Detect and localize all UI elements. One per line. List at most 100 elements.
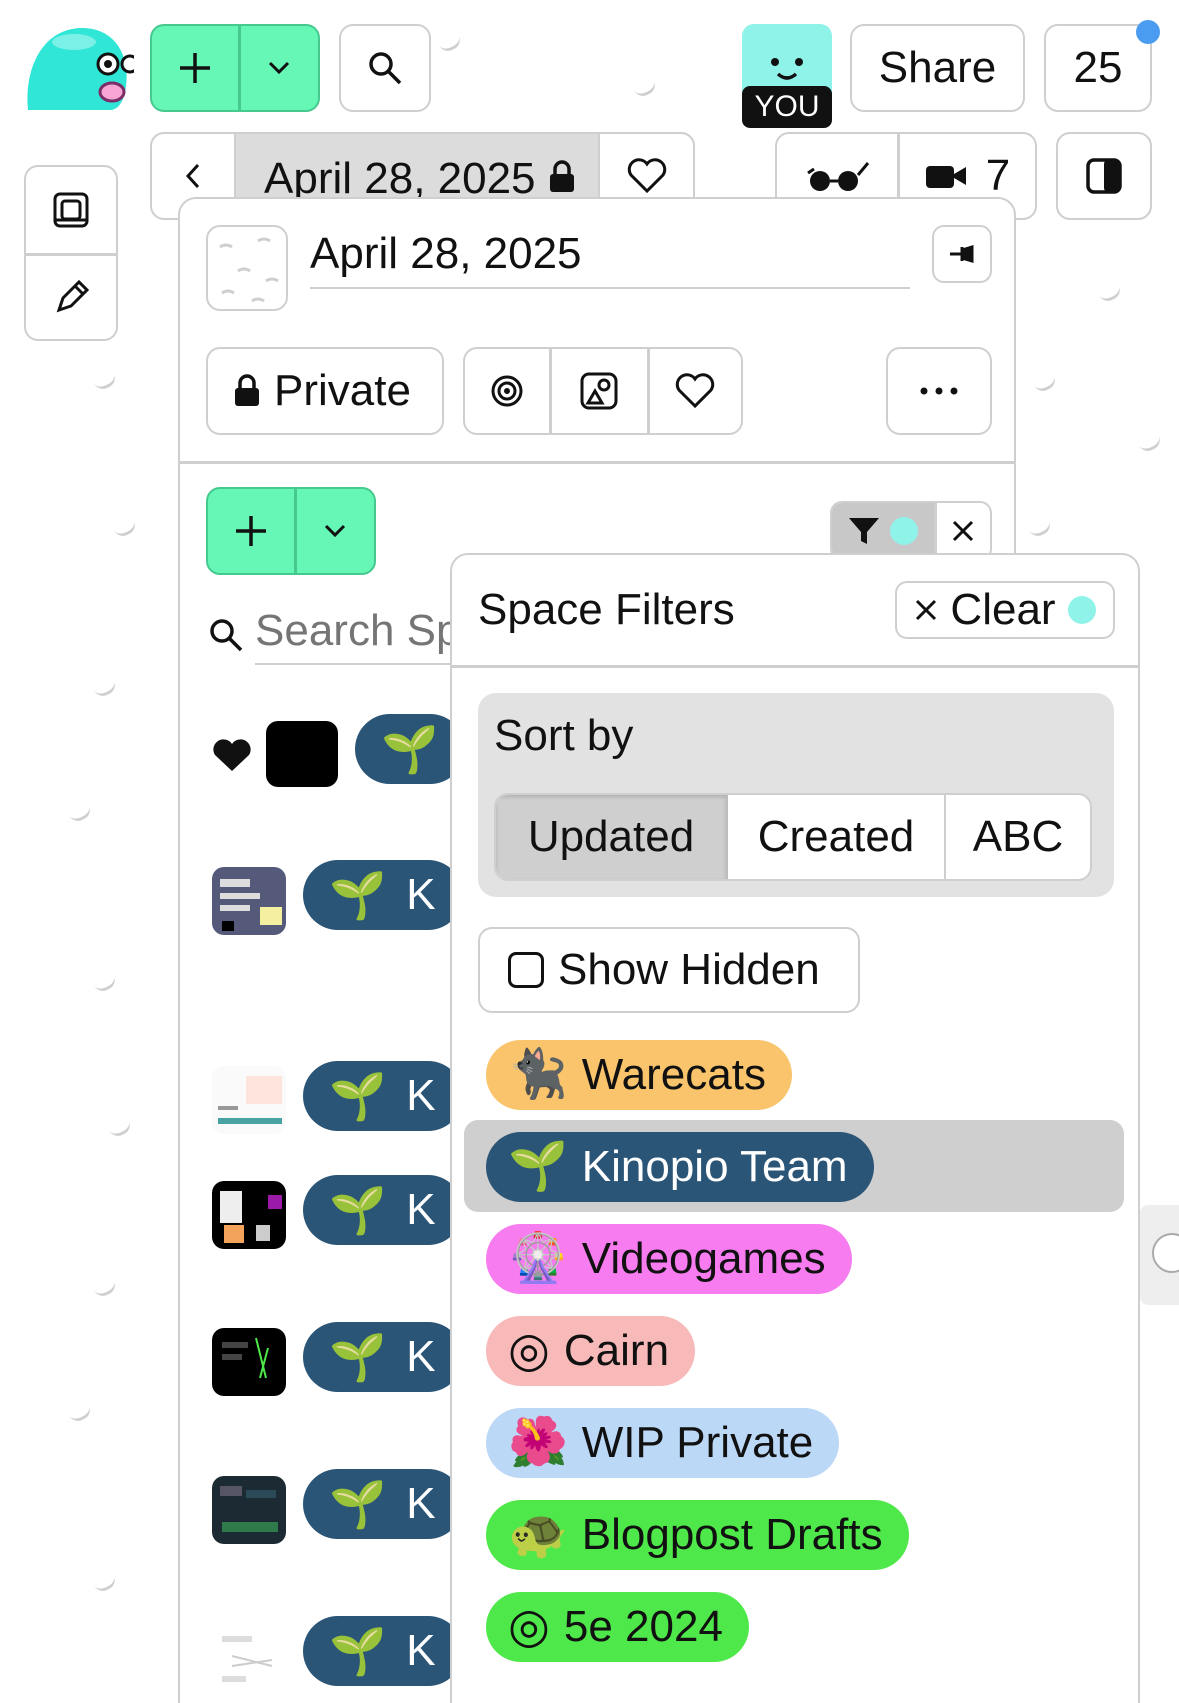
- glasses-icon: [807, 162, 870, 191]
- canvas-squiggle: [93, 373, 119, 393]
- heart-icon: [675, 373, 715, 409]
- canvas-squiggle: [633, 80, 659, 100]
- list-item-group-pill[interactable]: 🌱K: [303, 1175, 463, 1245]
- canvas-squiggle: [108, 1120, 134, 1140]
- privacy-label: Private: [274, 366, 411, 415]
- kinopio-logo[interactable]: [22, 22, 134, 117]
- group-name: 5e 2024: [563, 1602, 723, 1651]
- add-space-button[interactable]: [208, 489, 294, 573]
- space-background-button[interactable]: [206, 225, 288, 311]
- space-name: April 28, 2025: [264, 154, 536, 203]
- list-item-thumbnail: [212, 1476, 286, 1544]
- filter-icon: [849, 518, 879, 544]
- share-button[interactable]: Share: [850, 24, 1025, 112]
- filter-button[interactable]: [832, 503, 934, 559]
- you-badge: YOU: [742, 86, 832, 128]
- target-icon: [491, 375, 523, 407]
- notifications-button[interactable]: 25: [1044, 24, 1152, 112]
- group-filter-tag[interactable]: 🌱Kinopio Team: [486, 1132, 874, 1202]
- cards-icon: [53, 192, 89, 228]
- collaborators-button[interactable]: 7: [899, 134, 1035, 218]
- sort-options: Updated Created ABC: [494, 793, 1092, 881]
- favorite-button[interactable]: [649, 349, 741, 433]
- cairn-button[interactable]: [465, 349, 549, 433]
- list-item-group-pill[interactable]: 🌱K: [303, 1616, 463, 1686]
- canvas-squiggle: [93, 975, 119, 995]
- canvas-squiggle: [113, 520, 139, 540]
- clear-filters-button[interactable]: Clear: [895, 581, 1115, 639]
- list-item-thumbnail: [212, 1626, 286, 1694]
- group-emoji-icon: ◎: [508, 1600, 550, 1653]
- list-item-group-pill[interactable]: 🌱K: [303, 1469, 463, 1539]
- checkbox[interactable]: [508, 952, 544, 988]
- plus-icon: [236, 516, 266, 546]
- add-button[interactable]: [152, 26, 238, 110]
- notifications-count: 25: [1073, 43, 1123, 92]
- readonly-view-button[interactable]: [777, 134, 897, 218]
- sidebar-icon: [1086, 158, 1122, 194]
- group-filter-tag[interactable]: 🐈‍⬛ Warecats: [486, 1040, 792, 1110]
- divider: [452, 665, 1138, 668]
- more-options-button[interactable]: [886, 347, 992, 435]
- group-filter-tag[interactable]: 🐢 Blogpost Drafts: [486, 1500, 909, 1570]
- heart-filled-icon: [213, 739, 251, 771]
- add-card-group: [150, 24, 320, 112]
- canvas-squiggle: [68, 1405, 94, 1425]
- list-item-group-pill[interactable]: 🌱K: [303, 1061, 463, 1131]
- pin-panel-button[interactable]: [932, 225, 992, 283]
- group-name: Blogpost Drafts: [581, 1510, 883, 1559]
- sort-created-button[interactable]: Created: [728, 795, 946, 879]
- group-emoji-icon: 🐈‍⬛: [508, 1048, 568, 1101]
- list-item-thumbnail: [266, 721, 338, 787]
- sort-abc-button[interactable]: ABC: [972, 812, 1064, 861]
- canvas-squiggle: [93, 1280, 119, 1300]
- group-name: Warecats: [581, 1050, 766, 1099]
- list-item-thumbnail: [212, 1181, 286, 1249]
- user-avatar[interactable]: YOU: [742, 24, 832, 129]
- group-filter-tag[interactable]: 🌺WIP Private: [486, 1408, 840, 1478]
- sort-section: Sort by Updated Created ABC: [478, 693, 1114, 897]
- space-actions-group: [463, 347, 743, 435]
- sort-updated-button[interactable]: Updated: [496, 795, 728, 879]
- lock-icon: [235, 374, 259, 406]
- ellipsis-icon: [920, 387, 958, 395]
- pin-icon: [950, 244, 974, 264]
- list-item-thumbnail: [212, 867, 286, 935]
- canvas-squiggle: [1138, 435, 1164, 455]
- divider: [180, 461, 1014, 464]
- close-icon: [952, 520, 974, 542]
- sort-by-label: Sort by: [494, 711, 634, 760]
- clear-filter-button[interactable]: [936, 503, 990, 559]
- list-item-group-pill[interactable]: 🌱K: [303, 860, 463, 930]
- collaborators-count: 7: [985, 151, 1011, 200]
- group-filter-tag[interactable]: ◎Cairn: [486, 1316, 696, 1386]
- close-icon: [916, 599, 937, 621]
- back-button[interactable]: [152, 134, 234, 218]
- list-item-group-pill[interactable]: 🌱K: [303, 1322, 463, 1392]
- group-emoji-icon: 🐢: [508, 1508, 568, 1561]
- canvas-squiggle: [93, 680, 119, 700]
- show-hidden-toggle[interactable]: Show Hidden: [478, 927, 860, 1013]
- list-item-thumbnail: [212, 1066, 286, 1134]
- draw-button[interactable]: [26, 255, 116, 341]
- group-filter-tag[interactable]: 🎡Videogames: [486, 1224, 852, 1294]
- add-options-button[interactable]: [240, 26, 318, 110]
- dialog-title: Space Filters: [478, 585, 735, 634]
- add-space-options-button[interactable]: [296, 489, 374, 573]
- filter-group: [830, 501, 992, 561]
- privacy-button[interactable]: Private: [206, 347, 444, 435]
- templates-button[interactable]: [551, 349, 647, 433]
- cards-button[interactable]: [26, 167, 116, 253]
- canvas-squiggle: [438, 35, 464, 55]
- clear-label: Clear: [950, 585, 1056, 634]
- sidebar-toggle-button[interactable]: [1056, 132, 1152, 220]
- chevron-down-icon: [268, 61, 290, 75]
- search-icon: [210, 619, 243, 652]
- group-filter-tag[interactable]: ◎ 5e 2024: [486, 1592, 749, 1662]
- space-name-input[interactable]: April 28, 2025: [310, 229, 910, 289]
- search-button[interactable]: [339, 24, 431, 112]
- notification-dot: [1136, 20, 1160, 44]
- list-item-group-pill[interactable]: 🌱: [355, 714, 465, 784]
- scroll-handle[interactable]: [1140, 1205, 1179, 1305]
